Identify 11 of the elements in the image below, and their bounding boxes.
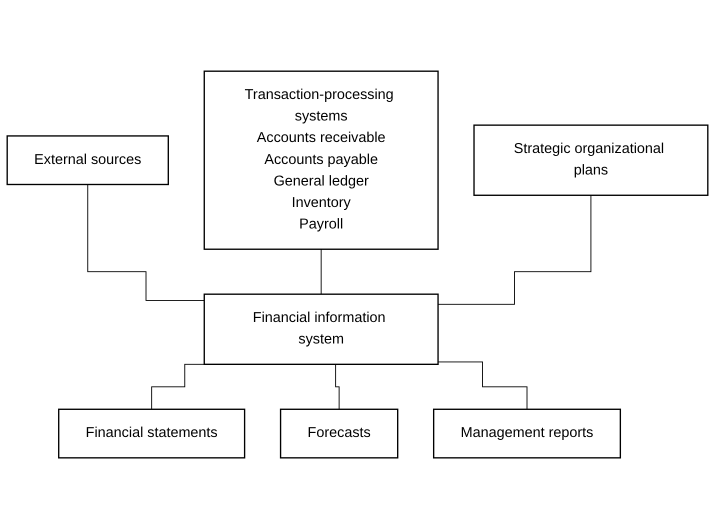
- node-box: Transaction-processing systems Accounts receivable Accounts payable General ledger Inventory Payroll: [204, 71, 439, 250]
- connector: [320, 249, 322, 296]
- connector: [87, 184, 205, 302]
- connector: [438, 362, 528, 410]
- node-box: Management reports: [432, 409, 622, 459]
- node-box: Strategic organizational plans: [473, 124, 708, 196]
- connector: [438, 195, 592, 306]
- node-box: Forecasts: [280, 409, 398, 459]
- node-box: Financial statements: [58, 409, 246, 459]
- node-box: External sources: [6, 136, 169, 186]
- node-box: Financial information system: [204, 294, 439, 366]
